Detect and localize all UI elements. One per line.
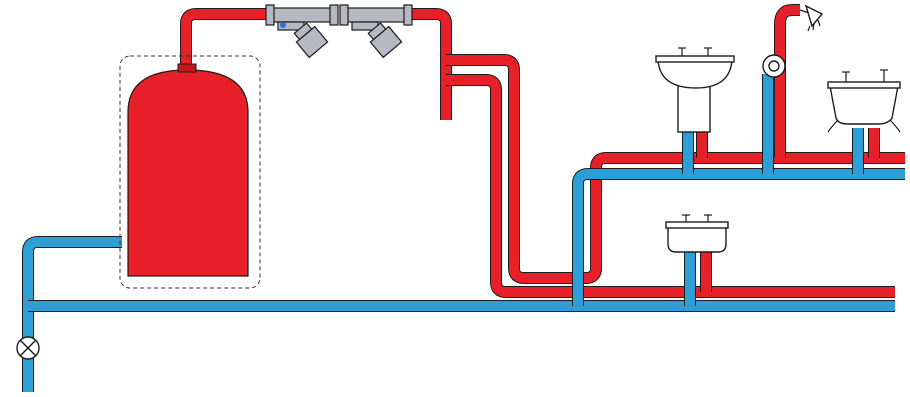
valve-flange-2a [339, 4, 349, 26]
hot-pipe-branch-a [446, 55, 601, 283]
bathtub-foot-left [827, 119, 839, 133]
cold-pipe-upper-main [573, 169, 905, 306]
hot-water-pipes [180, 4, 905, 298]
cold-pipe-outline [22, 236, 122, 392]
tank-enclosure [119, 55, 261, 289]
valve-indicator [280, 22, 286, 28]
basin-rim [655, 55, 735, 63]
shutoff-valve-icon [16, 336, 40, 360]
valve-flange-1a [265, 4, 275, 26]
tank-body [127, 69, 249, 277]
valve-flange-2b [403, 4, 413, 26]
bathtub [827, 69, 901, 133]
basin-pedestal [677, 81, 711, 133]
bathtub-body [829, 85, 899, 125]
hot-drop-shower [775, 5, 800, 158]
basin-bowl [657, 59, 733, 89]
hot-pipe-outline [180, 8, 272, 66]
faucet-icon [842, 69, 888, 82]
hot-pipe-upper-main [591, 153, 905, 268]
hot-pipe-tank-riser [181, 9, 272, 66]
sink-bowl [667, 225, 727, 253]
faucet-icon [682, 214, 712, 222]
shower-head-icon [762, 4, 824, 78]
cold-pipe-inlet [23, 237, 122, 392]
relief-valve-1 [293, 22, 329, 59]
hot-pipe-lower-main [446, 75, 895, 297]
valve-flange-1b [329, 4, 339, 26]
sink-rim [665, 221, 729, 229]
bathtub-foot-right [889, 119, 901, 133]
water-heater-tank [119, 55, 261, 289]
relief-valve-2 [367, 22, 403, 59]
hot-pipe-manifold-exit [410, 9, 451, 120]
faucet-icon [678, 47, 712, 56]
shower-mixer-knob [768, 60, 780, 72]
shower-head [804, 4, 824, 28]
hot-pipe-outline [410, 8, 452, 120]
washbasin-upper [655, 47, 735, 133]
sink-lower [665, 214, 729, 253]
tank-outlet-fitting [177, 63, 197, 73]
valve-manifold [265, 4, 413, 59]
bathtub-rim [827, 81, 901, 89]
cold-water-pipes [22, 74, 905, 392]
valve-body-2 [343, 7, 409, 23]
valve-body-1 [269, 7, 335, 23]
